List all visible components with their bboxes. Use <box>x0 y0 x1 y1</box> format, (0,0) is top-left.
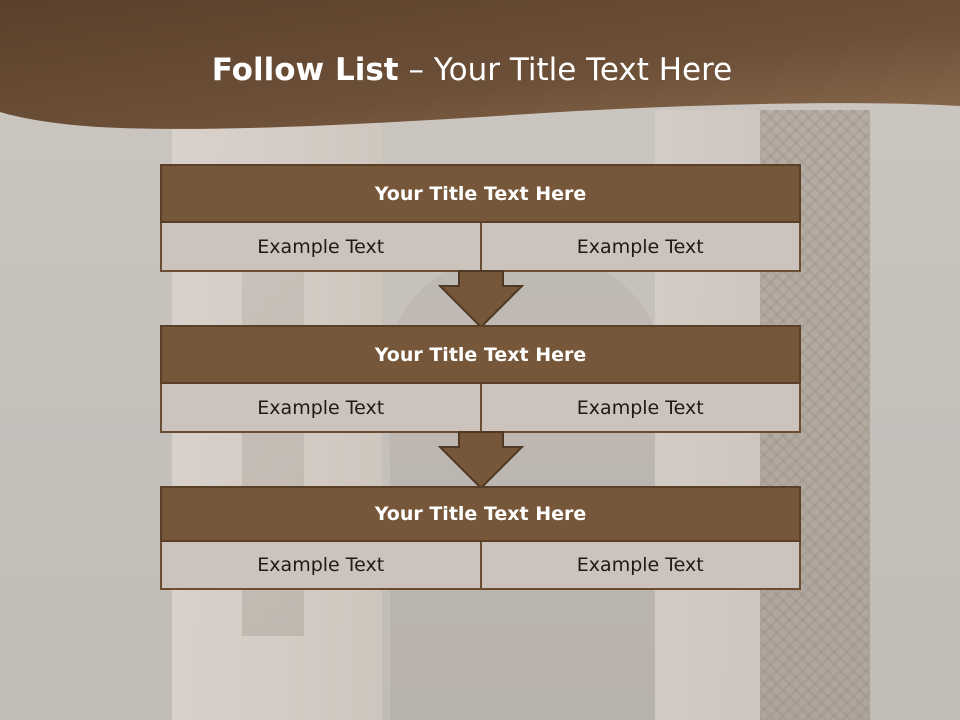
block-cell-left[interactable]: Example Text <box>160 223 480 272</box>
block-row: Example Text Example Text <box>160 384 801 433</box>
slide-title: Follow List – Your Title Text Here <box>0 52 944 88</box>
block-cell-right[interactable]: Example Text <box>479 223 801 272</box>
block-title[interactable]: Your Title Text Here <box>160 486 801 542</box>
flow-block-3: Your Title Text Here Example Text Exampl… <box>160 486 801 590</box>
block-cell-left[interactable]: Example Text <box>160 542 480 590</box>
block-title[interactable]: Your Title Text Here <box>160 325 801 384</box>
down-arrow-icon <box>438 270 524 328</box>
block-cell-right[interactable]: Example Text <box>479 542 801 590</box>
flow-block-2: Your Title Text Here Example Text Exampl… <box>160 325 801 433</box>
block-row: Example Text Example Text <box>160 542 801 590</box>
block-title[interactable]: Your Title Text Here <box>160 164 801 223</box>
flow-block-1: Your Title Text Here Example Text Exampl… <box>160 164 801 272</box>
down-arrow-icon <box>438 431 524 489</box>
slide-title-rest: – Your Title Text Here <box>408 52 733 88</box>
block-cell-left[interactable]: Example Text <box>160 384 480 433</box>
header-banner <box>0 0 960 129</box>
block-cell-right[interactable]: Example Text <box>479 384 801 433</box>
slide-title-bold: Follow List <box>211 52 399 88</box>
block-row: Example Text Example Text <box>160 223 801 272</box>
